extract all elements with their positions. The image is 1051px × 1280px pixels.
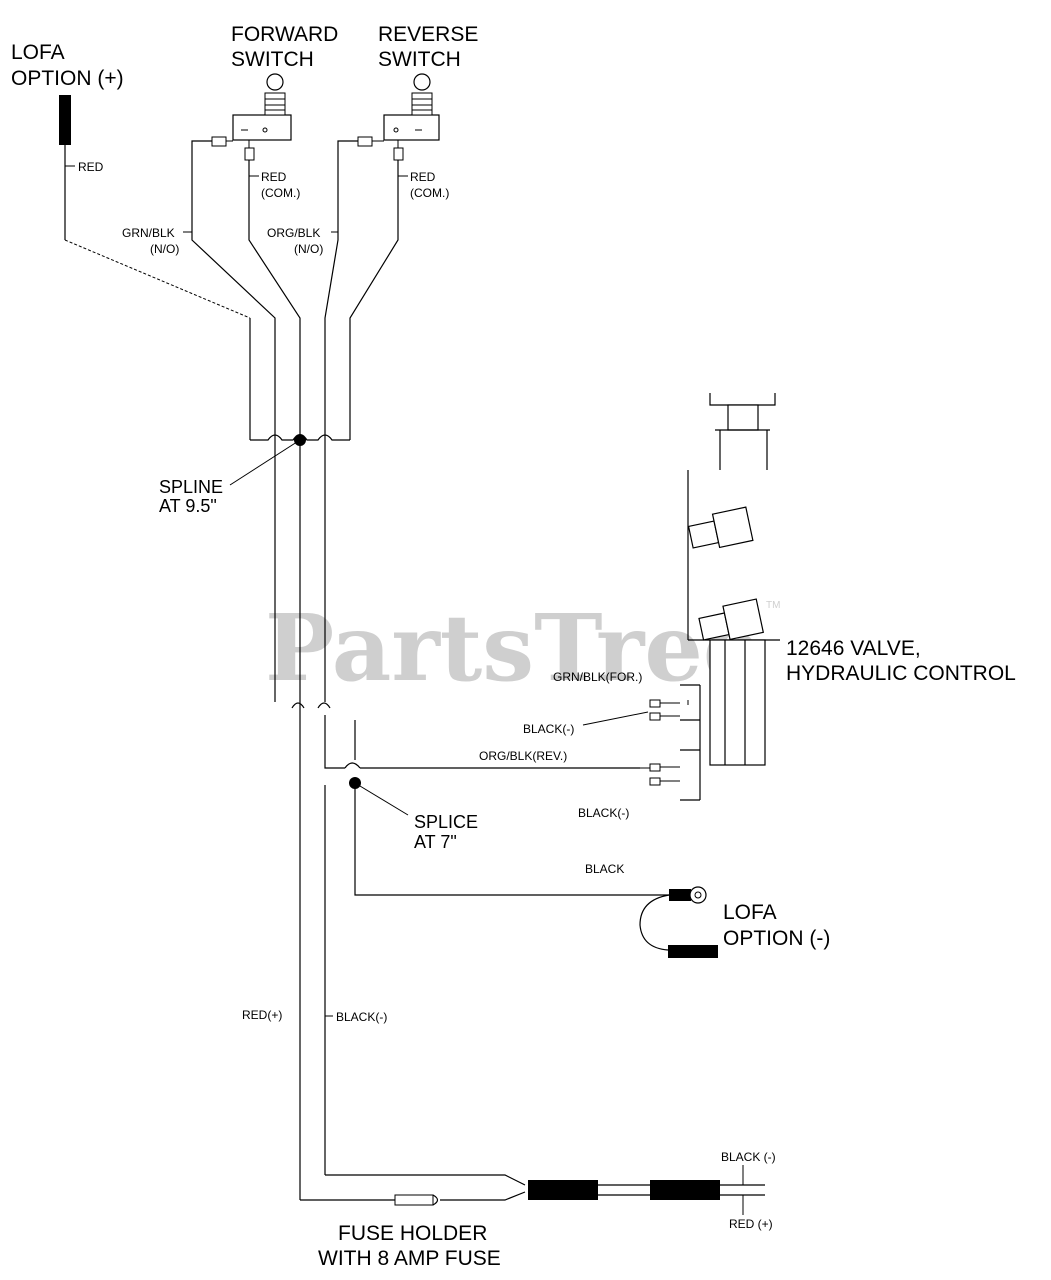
grn-blk-label-2: (N/O) [150,242,179,256]
reverse-switch [357,73,440,161]
forward-switch [211,73,292,161]
bundle-junction [229,434,350,486]
red-pos-label-2: RED (+) [729,1217,773,1231]
spline-label-1: SPLINE [159,477,223,497]
splice-label-1: SPLICE [414,812,478,832]
bottom-harness [300,1165,765,1215]
lofa-positive-label-2: OPTION (+) [11,67,124,90]
reverse-switch-label-1: REVERSE [378,23,478,46]
valve-label-2: HYDRAULIC CONTROL [786,662,1016,685]
org-blk-label-1: ORG/BLK [267,226,320,240]
valve-label-1: 12646 VALVE, [786,637,921,660]
grn-blk-for-label: GRN/BLK(FOR.) [553,670,642,684]
switch-wires [64,140,408,440]
reverse-switch-label-2: SWITCH [378,48,461,71]
red-com-rev-label-2: (COM.) [410,186,449,200]
lofa-negative-label-1: LOFA [723,901,777,924]
forward-switch-label-2: SWITCH [231,48,314,71]
watermark: PartsTree [265,594,761,702]
forward-switch-label-1: FORWARD [231,23,338,46]
fuse-holder-label-1: FUSE HOLDER [338,1222,487,1245]
splice-label-2: AT 7" [414,832,457,852]
red-com-fwd-label-1: RED [261,170,287,184]
lofa-negative-label-2: OPTION (-) [723,927,830,950]
trunk-wires [274,440,685,1200]
hydraulic-valve [582,393,780,801]
red-com-rev-label-1: RED [410,170,436,184]
spline-label-2: AT 9.5" [159,496,217,516]
org-blk-label-2: (N/O) [294,242,323,256]
black-neg-label-2: BLACK(-) [578,806,629,820]
watermark-tm: TM [766,600,780,611]
grn-blk-label-1: GRN/BLK [122,226,175,240]
lofa-positive-connector [59,95,75,240]
red-com-fwd-label-2: (COM.) [261,186,300,200]
lofa-negative-connector [639,886,718,958]
black-neg-label-1: BLACK(-) [523,722,574,736]
org-blk-rev-label: ORG/BLK(REV.) [479,749,567,763]
fuse-holder-label-2: WITH 8 AMP FUSE [318,1247,501,1270]
black-neg-label-4: BLACK (-) [721,1150,776,1164]
black-neg-label-3: BLACK(-) [336,1010,387,1024]
red-lofa-label: RED [78,160,104,174]
lofa-positive-label-1: LOFA [11,41,65,64]
red-pos-label: RED(+) [242,1008,282,1022]
black-label: BLACK [585,862,624,876]
